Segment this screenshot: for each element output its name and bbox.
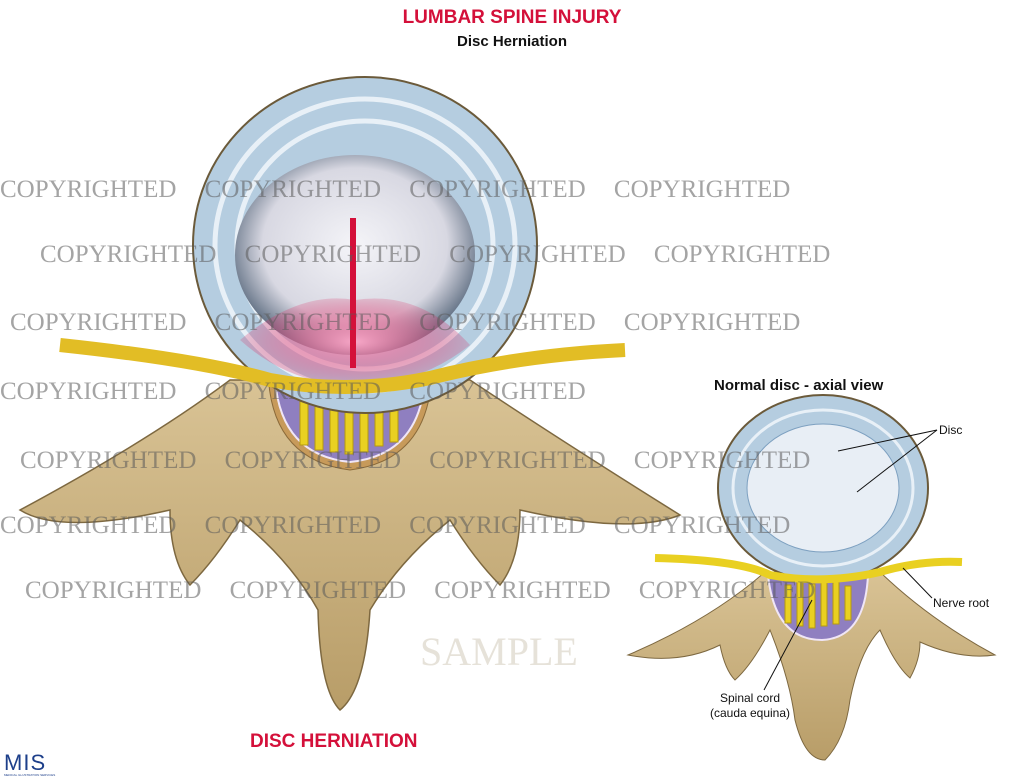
label-spinal-cord-line2: (cauda equina) bbox=[709, 706, 791, 720]
herniated-disc bbox=[192, 76, 538, 414]
tear-line bbox=[350, 218, 356, 368]
nerve-root-main bbox=[59, 338, 626, 395]
main-caption: DISC HERNIATION bbox=[250, 731, 418, 752]
logo-name: MIS bbox=[4, 750, 47, 775]
mis-logo: MIS MEDICAL ILLUSTRATION SERVICES bbox=[4, 750, 55, 777]
inset-vertebra bbox=[626, 394, 997, 761]
label-nerve-root: Nerve root bbox=[933, 596, 990, 610]
page-subtitle: Disc Herniation bbox=[456, 33, 568, 50]
page-title: LUMBAR SPINE INJURY bbox=[402, 7, 622, 28]
main-vertebra bbox=[18, 369, 682, 712]
inset-title: Normal disc - axial view bbox=[714, 377, 884, 394]
logo-tagline: MEDICAL ILLUSTRATION SERVICES bbox=[4, 773, 56, 777]
leader-lines bbox=[763, 429, 938, 691]
label-disc: Disc bbox=[939, 423, 963, 437]
label-spinal-cord: Spinal cord (cauda equina) bbox=[700, 691, 800, 721]
label-spinal-cord-line1: Spinal cord bbox=[719, 691, 781, 705]
